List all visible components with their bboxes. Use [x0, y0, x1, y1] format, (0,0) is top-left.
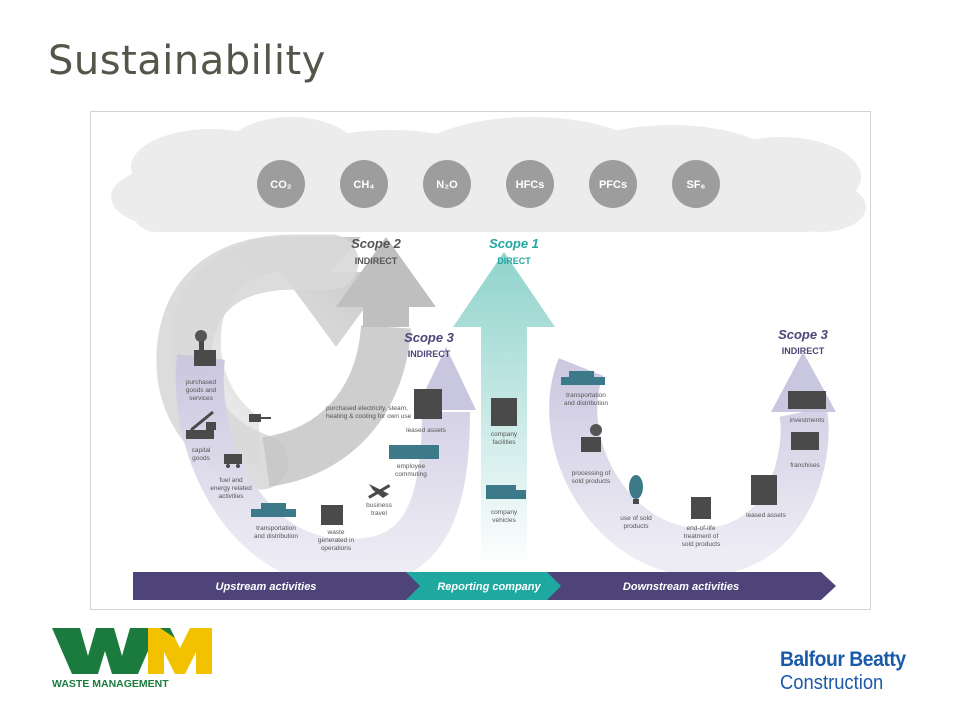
- activity-label-processing: sold products: [572, 478, 611, 485]
- activity-label-fuel-energy: energy related: [210, 485, 252, 492]
- page-title: Sustainability: [48, 38, 326, 84]
- activity-label-use-of-sold: use of sold: [620, 515, 652, 522]
- balfour-beatty-wordmark: Balfour Beatty: [780, 648, 906, 671]
- gas-label: PFCs: [599, 179, 627, 191]
- cloud-background: [111, 117, 866, 232]
- activity-label-capital-goods: goods: [192, 455, 210, 462]
- ship-icon-upstream: [251, 503, 296, 517]
- scope1-title: Scope 1: [489, 236, 539, 251]
- gas-circle: [423, 160, 471, 208]
- activity-icons: [186, 330, 826, 525]
- activity-label-employee-commuting: employee: [397, 463, 426, 470]
- activity-label-business-travel: travel: [371, 510, 387, 517]
- activity-bar: Upstream activities Reporting company Do…: [133, 572, 836, 600]
- reporting-segment: [406, 572, 566, 600]
- scope3-upstream-label: Scope 3 INDIRECT: [404, 330, 455, 359]
- activity-label-purchased-electricity: heating & cooling for own use: [326, 413, 412, 420]
- activity-label-use-of-sold: products: [624, 523, 650, 530]
- building-icon-company: [491, 398, 517, 426]
- activity-label-waste: waste: [327, 529, 345, 536]
- building-icon-downstream: [751, 475, 777, 505]
- gas-label: HFCs: [516, 179, 545, 191]
- activity-label-end-of-life: treatment of: [684, 533, 719, 540]
- activity-label-leased-assets-down: leased assets: [746, 512, 786, 519]
- gas-label: CH₄: [353, 179, 374, 191]
- scope-emissions-diagram: CO₂ CH₄ N₂O HFCs PFCs SF₆ Scope 2 INDIRECT Sc…: [90, 111, 871, 610]
- recycle-bin-icon: [691, 497, 711, 519]
- scope1-label: Scope 1 DIRECT: [489, 236, 539, 266]
- building-icon-upstream: [414, 389, 442, 419]
- gas-label: CO₂: [270, 179, 292, 191]
- scope2-label: Scope 2 INDIRECT: [351, 236, 402, 266]
- shop-icon: [791, 432, 819, 450]
- gas-circle: [589, 160, 637, 208]
- scope2-sub: INDIRECT: [355, 256, 398, 266]
- activity-label-vehicles: vehicles: [492, 517, 516, 524]
- activity-label-purchased-electricity: purchased electricity, steam,: [326, 405, 408, 412]
- train-icon: [389, 445, 439, 459]
- construction-wordmark: Construction: [780, 672, 884, 694]
- dumpster-icon: [321, 505, 343, 525]
- activity-label-waste: generated in: [318, 537, 355, 544]
- activity-label-purchased-goods: goods and: [186, 387, 217, 394]
- scope1-sub: DIRECT: [497, 256, 531, 266]
- truck-icon: [486, 485, 526, 499]
- scope3-downstream-curve: [549, 358, 829, 577]
- activity-label-capital-goods: capital: [192, 447, 211, 454]
- crane-truck-icon: [186, 410, 216, 439]
- waste-management-logo: WASTE MANAGEMENT: [50, 626, 225, 695]
- activity-label-investments: investments: [790, 417, 825, 424]
- gas-circle: [506, 160, 554, 208]
- gas-circle: [672, 160, 720, 208]
- activity-label-vehicles: company: [491, 509, 518, 516]
- scope2-arrowhead: [336, 237, 436, 327]
- upstream-label: Upstream activities: [216, 581, 317, 593]
- activity-label-processing: processing of: [572, 470, 611, 477]
- downstream-label: Downstream activities: [623, 581, 739, 593]
- activity-label-transport-up: transportation: [256, 525, 296, 532]
- plug-icon: [249, 414, 271, 422]
- downstream-segment: [547, 572, 836, 600]
- reporting-label: Reporting company: [437, 581, 541, 593]
- wm-wordmark: WASTE MANAGEMENT: [52, 678, 169, 690]
- activity-label-facilities: company: [491, 431, 518, 438]
- scope3-downstream-title: Scope 3: [778, 327, 829, 342]
- activity-label-fuel-energy: activities: [219, 493, 245, 500]
- activity-label-transport-up: and distribution: [254, 533, 298, 540]
- plane-icon: [368, 484, 391, 499]
- activity-label-franchises: franchises: [790, 462, 820, 469]
- activity-label-end-of-life: end-of-life: [687, 525, 716, 532]
- activity-label-purchased-goods: purchased: [186, 379, 217, 386]
- gas-circle: [257, 160, 305, 208]
- ship-icon-downstream: [561, 371, 605, 385]
- activity-label-purchased-goods: services: [189, 395, 214, 402]
- balfour-beatty-logo: Balfour Beatty Construction: [780, 648, 917, 694]
- factory-icon: [194, 330, 216, 366]
- scope3-downstream-sub: INDIRECT: [782, 346, 825, 356]
- activity-label-employee-commuting: commuting: [395, 471, 427, 478]
- activity-label-end-of-life: sold products: [682, 541, 721, 548]
- activity-label-fuel-energy: fuel and: [219, 477, 243, 484]
- scope3-downstream-label: Scope 3 INDIRECT: [778, 327, 829, 356]
- gas-label: SF₆: [686, 179, 705, 191]
- upstream-segment: [133, 572, 425, 600]
- activity-label-facilities: facilities: [492, 439, 516, 446]
- activity-label-transport-down: and distribution: [564, 400, 608, 407]
- scope3-upstream-title: Scope 3: [404, 330, 455, 345]
- scope2-title: Scope 2: [351, 236, 402, 251]
- money-icon: [788, 391, 826, 409]
- scope3-upstream-sub: INDIRECT: [408, 349, 451, 359]
- activity-label-leased-assets-up: leased assets: [406, 427, 446, 434]
- activity-label-business-travel: business: [366, 502, 392, 509]
- gas-circle: [340, 160, 388, 208]
- activity-label-transport-down: transportation: [566, 392, 606, 399]
- gas-label: N₂O: [436, 179, 458, 191]
- bulb-icon: [629, 475, 643, 504]
- greenhouse-gas-row: CO₂ CH₄ N₂O HFCs PFCs SF₆: [257, 160, 720, 208]
- mine-cart-icon: [224, 454, 242, 468]
- activity-label-waste: operations: [321, 545, 352, 552]
- factory-icon-downstream: [581, 424, 602, 452]
